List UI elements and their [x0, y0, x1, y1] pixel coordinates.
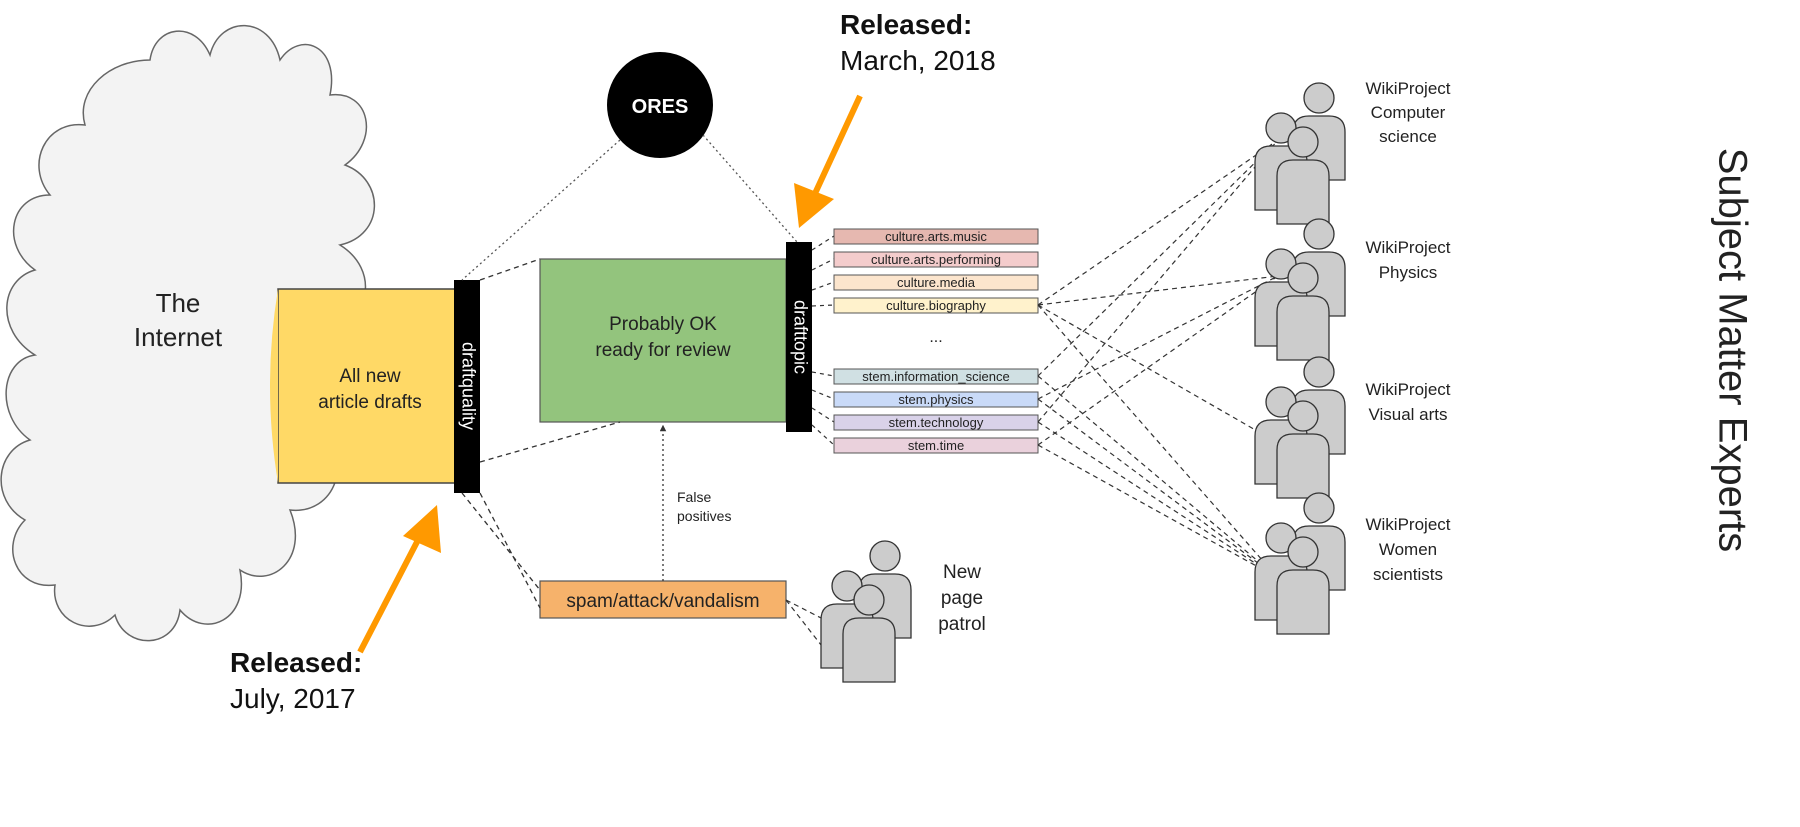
- new-drafts-box: All new article drafts: [270, 288, 471, 484]
- release-draftquality-annotation: Released: July, 2017: [230, 647, 362, 714]
- spam-box: spam/attack/vandalism: [539, 580, 787, 619]
- topic-stem-information-science: stem.information_science: [833, 368, 1039, 385]
- internet-label-line1: The: [156, 288, 201, 318]
- svg-text:WikiProject: WikiProject: [1365, 238, 1450, 257]
- internet-label-line2: Internet: [134, 322, 223, 352]
- dq-to-ok-top: [479, 258, 541, 281]
- spam-to-patrol-2: [785, 599, 826, 651]
- dq-to-spam-1: [461, 492, 541, 591]
- new-page-patrol-line3: patrol: [938, 614, 986, 635]
- release-drafttopic-annotation: Released: March, 2018: [840, 9, 996, 76]
- topic-stem-technology: stem.technology: [833, 414, 1039, 431]
- svg-text:WikiProject: WikiProject: [1365, 515, 1450, 534]
- cloud-shape: [0, 24, 376, 642]
- wikiproject-visual-arts-label: WikiProject Visual arts: [1365, 380, 1450, 424]
- ores-label: ORES: [632, 96, 689, 118]
- false-positives-line2: positives: [677, 508, 731, 524]
- probably-ok-box: Probably OK ready for review: [539, 258, 787, 423]
- svg-text:stem.time: stem.time: [908, 438, 964, 453]
- topic-culture-arts-performing: culture.arts.performing: [833, 251, 1039, 268]
- new-page-patrol-line1: New: [943, 562, 981, 583]
- wikiproject-computer-science-person-icon: [1254, 82, 1346, 225]
- new-page-patrol-line2: page: [941, 588, 983, 609]
- drafts-label-line1: All new: [339, 366, 401, 387]
- topic-culture-biography: culture.biography: [833, 297, 1039, 314]
- spam-label: spam/attack/vandalism: [566, 591, 759, 612]
- svg-text:stem.physics: stem.physics: [898, 392, 974, 407]
- drafts-label-line2: article drafts: [318, 392, 421, 413]
- topic-culture-arts-music: culture.arts.music: [833, 228, 1039, 245]
- drafttopic-label: drafttopic: [790, 300, 810, 374]
- topic-stem-time: stem.time: [833, 437, 1039, 454]
- svg-text:culture.arts.performing: culture.arts.performing: [871, 252, 1001, 267]
- svg-text:Women: Women: [1379, 540, 1437, 559]
- release-draftquality-arrow: [357, 505, 441, 654]
- wikiproject-physics-label: WikiProject Physics: [1365, 238, 1450, 282]
- probably-ok-line2: ready for review: [595, 340, 730, 361]
- drafttopic-to-topics-links: [811, 235, 835, 446]
- internet-cloud: The Internet: [0, 24, 376, 642]
- svg-text:WikiProject: WikiProject: [1365, 380, 1450, 399]
- new-page-patrol-person-icon: [820, 540, 912, 683]
- svg-text:Computer: Computer: [1371, 103, 1446, 122]
- drafttopic-bar: drafttopic: [786, 242, 812, 432]
- wikiproject-women-scientists-label: WikiProject Women scientists: [1365, 515, 1450, 584]
- dq-to-spam-2: [479, 492, 541, 609]
- svg-text:stem.information_science: stem.information_science: [862, 369, 1009, 384]
- svg-text:Physics: Physics: [1379, 263, 1438, 282]
- wikiproject-physics-person-icon: [1254, 218, 1346, 361]
- ores-node: ORES: [607, 52, 713, 158]
- svg-text:culture.biography: culture.biography: [886, 298, 986, 313]
- svg-text:culture.media: culture.media: [897, 275, 976, 290]
- dq-to-ok-bottom: [479, 421, 621, 463]
- release-drafttopic-arrow: [794, 94, 863, 228]
- topics-ellipsis: ...: [929, 329, 942, 346]
- svg-text:WikiProject: WikiProject: [1365, 79, 1450, 98]
- wikiproject-computer-science-label: WikiProject Computer science: [1365, 79, 1450, 146]
- false-positives-line1: False: [677, 489, 711, 505]
- release-drafttopic-heading: Released:: [840, 9, 972, 40]
- ores-link-draftquality: [461, 139, 621, 281]
- draftquality-label: draftquality: [458, 342, 478, 430]
- svg-text:science: science: [1379, 127, 1437, 146]
- topic-to-wikiproject-links: [1037, 139, 1279, 579]
- svg-text:stem.technology: stem.technology: [889, 415, 984, 430]
- topic-culture-media: culture.media: [833, 274, 1039, 291]
- wikiproject-visual-arts-person-icon: [1254, 356, 1346, 499]
- wikiproject-women-scientists-person-icon: [1254, 492, 1346, 635]
- topic-stem-physics: stem.physics: [833, 391, 1039, 408]
- svg-text:culture.arts.music: culture.arts.music: [885, 229, 987, 244]
- release-drafttopic-date: March, 2018: [840, 45, 996, 76]
- ores-link-drafttopic: [702, 134, 798, 243]
- release-draftquality-date: July, 2017: [230, 683, 356, 714]
- svg-text:scientists: scientists: [1373, 565, 1443, 584]
- spam-to-patrol-1: [785, 599, 826, 621]
- draftquality-bar: draftquality: [454, 280, 480, 493]
- subject-matter-experts-title: Subject Matter Experts: [1710, 148, 1754, 553]
- svg-text:Visual arts: Visual arts: [1368, 405, 1447, 424]
- probably-ok-line1: Probably OK: [609, 314, 717, 335]
- release-draftquality-heading: Released:: [230, 647, 362, 678]
